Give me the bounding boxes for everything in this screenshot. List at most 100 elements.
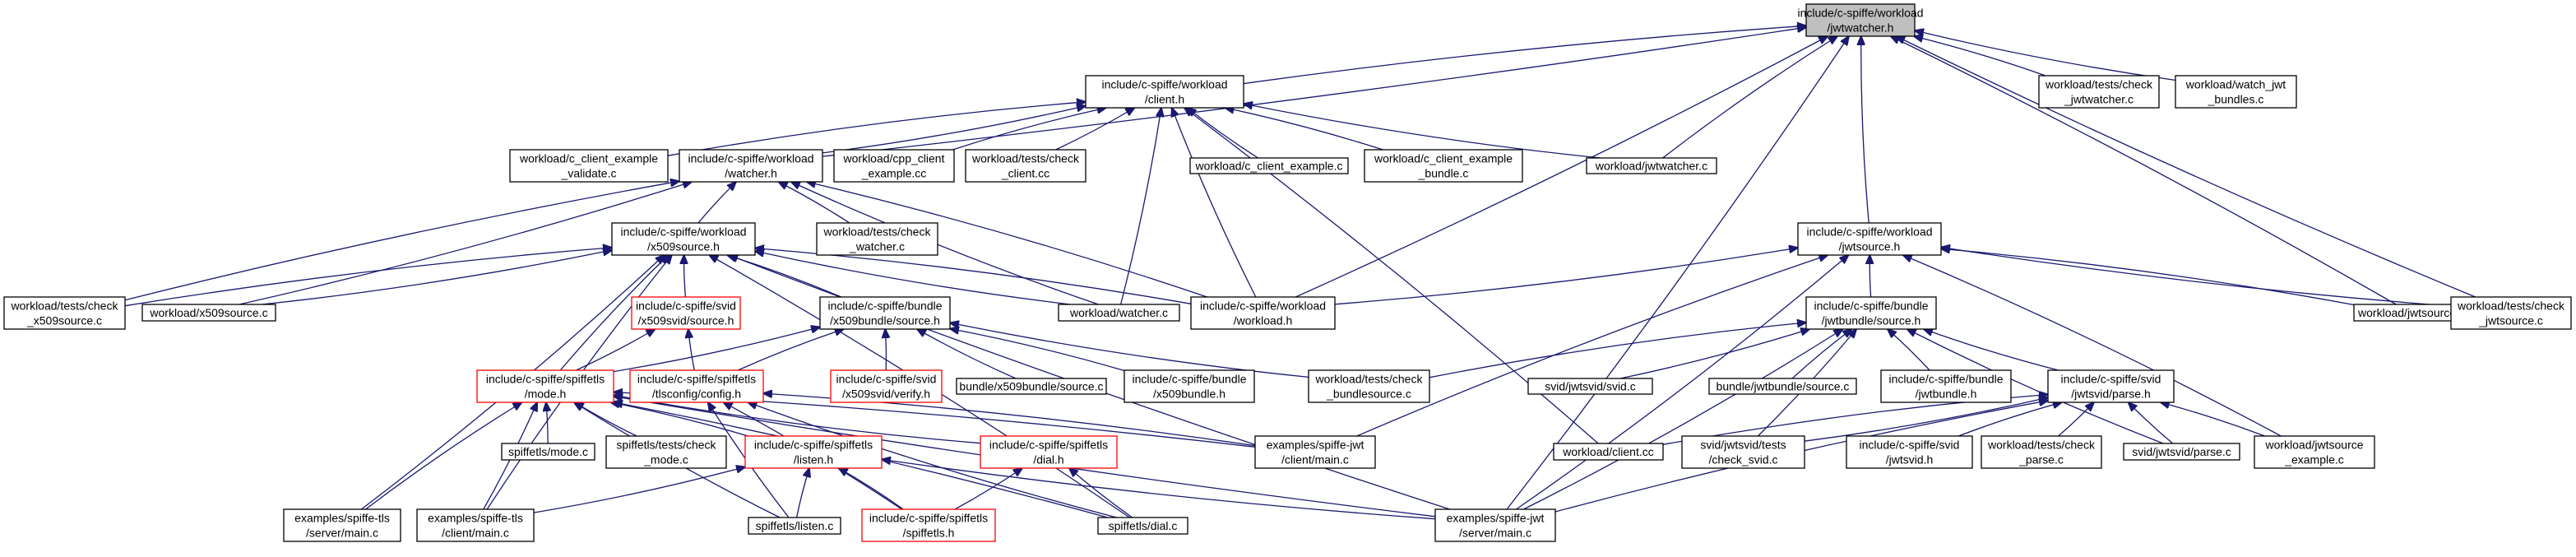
dependency-edge [779,182,850,224]
file-node-jwt-client-main-c[interactable]: examples/spiffe-jwt/client/main.c [1254,435,1376,469]
edge-line [950,323,1309,378]
node-label: bundle/x509bundle/source.c [959,380,1103,393]
file-node-x509svid-verify-h[interactable]: include/c-spiffe/svid/x509svid/verify.h [830,369,943,403]
file-node-check-watcher-c[interactable]: workload/tests/check_watcher.c [816,222,938,256]
node-label: include/c-spiffe/spiffetls [486,373,605,386]
file-node-watch-jwt-bundles-c[interactable]: workload/watch_jwt_bundles.c [2175,75,2297,109]
file-node-bundle-x509bundle-h[interactable]: include/c-spiffe/bundle/x509bundle.h [1124,369,1255,403]
file-node-check-jwtwatcher-c[interactable]: workload/tests/check_jwtwatcher.c [2038,75,2160,109]
file-node-check-bundlesource-c[interactable]: workload/tests/check_bundlesource.c [1308,369,1430,403]
file-node-watcher-h[interactable]: include/c-spiffe/workload/watcher.h [679,149,823,183]
file-node-tls-client-main-c[interactable]: examples/spiffe-tls/client/main.c [416,508,535,542]
node-label: spiffetls/tests/check [616,439,716,452]
dependency-edge [882,459,1436,520]
dependency-edge [1069,468,1133,518]
node-label: /jwtbundle.h [1916,388,1977,401]
dependency-edge [1188,108,1258,159]
dependency-edge [807,182,1207,298]
node-box [1189,157,1349,174]
file-node-jwtsvid-check-svid-c[interactable]: svid/jwtsvid/tests/check_svid.c [1681,435,1805,469]
dependency-edge [1888,329,1930,371]
file-node-check-client-cc[interactable]: workload/tests/check_client.cc [965,149,1086,183]
file-node-bundle-jwtbundle-h[interactable]: include/c-spiffe/bundle/jwtbundle.h [1880,369,2012,403]
node-label: /x509bundle/source.h [830,314,940,327]
dependency-edge [839,468,904,510]
file-node-spiffetls-spiffetls-h[interactable]: include/c-spiffe/spiffetls/spiffetls.h [861,508,996,542]
dependency-edge [688,329,695,371]
edge-line [737,329,844,371]
dependency-edge [2161,402,2265,437]
edge-line [575,402,637,437]
edge-line [239,182,692,305]
edge-line [262,250,613,305]
node-box [631,296,741,330]
file-node-c-client-example-bundle-c[interactable]: workload/c_client_example_bundle.c [1364,149,1523,183]
file-node-x509svid-source-h[interactable]: include/c-spiffe/svid/x509svid/source.h [631,296,741,330]
dependency-edge [1172,108,1257,298]
edge-line [1896,36,2476,298]
node-label: /jwtsvid.h [1886,453,1934,466]
file-node-client-cc[interactable]: workload/client.cc [1553,443,1664,461]
file-node-watcher-c[interactable]: workload/watcher.c [1058,304,1180,322]
edge-line [1804,397,2048,442]
dependency-edge [755,248,1192,304]
file-node-jwtwatcher-h[interactable]: include/c-spiffe/workload/jwtwatcher.h [1797,3,1924,37]
file-node-spiffetls-dial-c[interactable]: spiffetls/dial.c [1097,517,1188,535]
file-node-bundle-jwtbundle-source-c[interactable]: bundle/jwtbundle/source.c [1708,378,1857,395]
file-node-tlsconfig-config-h[interactable]: include/c-spiffe/spiffetls/tlsconfig/con… [629,369,764,403]
node-label: include/c-spiffe/workload [620,225,746,239]
file-node-spiffetls-mode-h[interactable]: include/c-spiffe/spiffetls/mode.h [476,369,614,403]
edge-line [576,329,656,371]
file-node-spiffetls-dial-h[interactable]: include/c-spiffe/spiffetls/dial.h [980,435,1118,469]
file-node-x509bundle-source-h[interactable]: include/c-spiffe/bundle/x509bundle/sourc… [819,296,951,330]
node-label: workload/watch_jwt [2185,78,2286,91]
file-node-jwtsvid-parse-h[interactable]: include/c-spiffe/svid/jwtsvid/parse.h [2047,369,2175,403]
node-box [629,369,764,403]
dependency-edge [1119,108,1161,305]
node-box [283,508,401,542]
file-node-bundle-x509bundle-source-c[interactable]: bundle/x509bundle/source.c [956,378,1107,395]
file-node-jwtsource-h[interactable]: include/c-spiffe/workload/jwtsource.h [1797,222,1942,256]
node-label: _bundlesource.c [1326,388,1411,401]
node-label: _x509source.c [26,314,102,327]
file-node-jwtsvid-parse-c[interactable]: svid/jwtsvid/parse.c [2123,443,2240,461]
dependency-edge [917,329,1017,379]
node-box [679,149,823,183]
file-node-spiffetls-listen-h[interactable]: include/c-spiffe/spiffetls/listen.h [744,435,883,469]
dependency-edge [748,402,1117,518]
edge-line [684,255,686,298]
nodes-layer: include/c-spiffe/workload/jwtwatcher.h in… [3,3,2572,542]
file-node-c-client-example-validate-c[interactable]: workload/c_client_example_validate.c [509,149,669,183]
file-node-tls-server-main-c[interactable]: examples/spiffe-tls/server/main.c [283,508,401,542]
node-box [1308,369,1430,403]
node-box [1846,435,1973,469]
file-node-check-parse-c[interactable]: workload/tests/check_parse.c [1981,435,2102,469]
file-node-spiffetls-listen-c[interactable]: spiffetls/listen.c [748,517,841,535]
edge-line [1791,329,1851,379]
file-node-x509source-c[interactable]: workload/x509source.c [141,304,276,322]
file-node-jwtsvid-svid-c[interactable]: svid/jwtsvid/svid.c [1527,378,1653,395]
file-node-c-client-example-c[interactable]: workload/c_client_example.c [1189,157,1349,174]
file-node-jwtsource-example-c[interactable]: workload/jwtsource_example.c [2254,435,2375,469]
file-node-check-x509source-c[interactable]: workload/tests/check_x509source.c [3,296,126,330]
file-node-spiffetls-check-mode-c[interactable]: spiffetls/tests/check_mode.c [605,435,727,469]
dependency-edge [546,402,548,444]
file-node-spiffetls-mode-c[interactable]: spiffetls/mode.c [501,443,595,461]
file-node-jwt-server-main-c[interactable]: examples/spiffe-jwt/server/main.c [1434,508,1556,542]
node-box [1553,443,1664,461]
file-node-check-jwtsource-c[interactable]: workload/tests/check_jwtsource.c [2450,296,2572,330]
file-node-x509source-h[interactable]: include/c-spiffe/workload/x509source.h [611,222,756,256]
file-node-cpp-client-example-cc[interactable]: workload/cpp_client_example.cc [833,149,955,183]
node-box [1058,304,1180,322]
edge-line [1861,36,1869,224]
file-node-workload-h[interactable]: include/c-spiffe/workload/workload.h [1190,296,1336,330]
node-label: /jwtsource.h [1839,240,1901,253]
file-node-svid-jwtsvid-h[interactable]: include/c-spiffe/svid/jwtsvid.h [1846,435,1973,469]
file-node-client-h[interactable]: include/c-spiffe/workload/client.h [1085,75,1244,109]
edge-line [822,27,1806,157]
file-node-jwtbundle-source-h[interactable]: include/c-spiffe/bundle/jwtbundle/source… [1805,296,1937,330]
node-label: workload/tests/check [823,225,932,239]
file-node-jwtsource-c[interactable]: workload/jwtsource.c [2353,304,2470,322]
dependency-edge [1941,248,2355,306]
file-node-jwtwatcher-c[interactable]: workload/jwtwatcher.c [1586,157,1717,174]
